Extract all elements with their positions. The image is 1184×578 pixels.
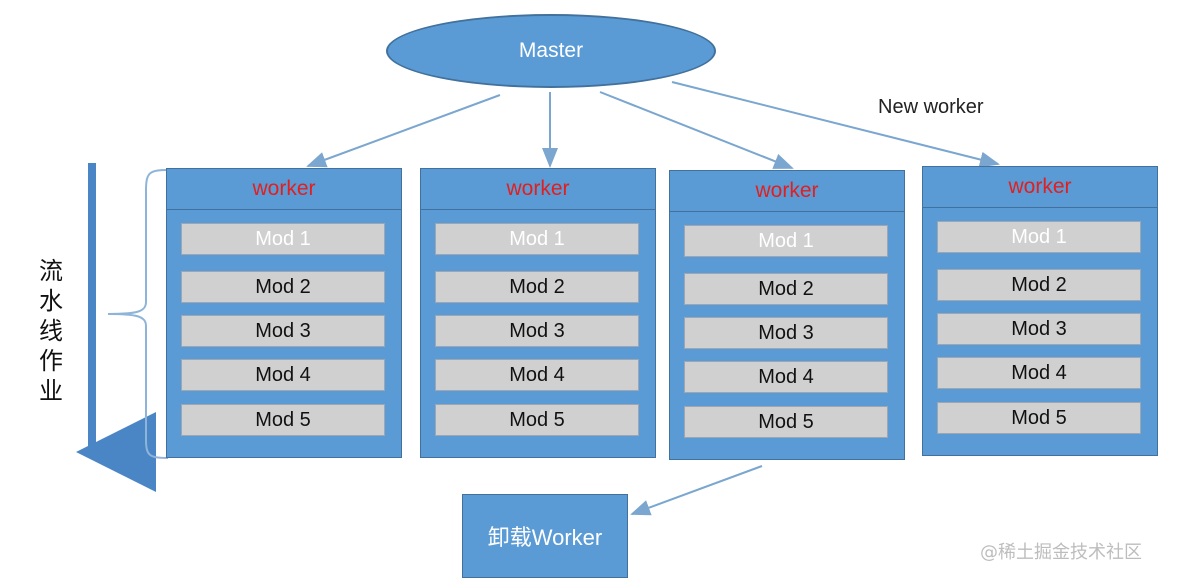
- arrow-master-worker-3: [599, 91, 794, 169]
- worker-box: worker Mod 1 Mod 2 Mod 3 Mod 4 Mod 5: [166, 168, 402, 458]
- mod-item: Mod 2: [937, 269, 1141, 301]
- mod-item: Mod 2: [181, 271, 385, 303]
- mod-item: Mod 5: [181, 404, 385, 436]
- mod-item: Mod 5: [937, 402, 1141, 434]
- mod-item: Mod 3: [937, 313, 1141, 345]
- worker-box: worker Mod 1 Mod 2 Mod 3 Mod 4 Mod 5: [922, 166, 1158, 456]
- mod-item: Mod 1: [937, 221, 1141, 253]
- mod-item: Mod 3: [684, 317, 888, 349]
- arrow-to-unload-worker: [630, 465, 763, 516]
- mod-item: Mod 4: [937, 357, 1141, 389]
- mod-item: Mod 4: [684, 361, 888, 393]
- worker-box: worker Mod 1 Mod 2 Mod 3 Mod 4 Mod 5: [420, 168, 656, 458]
- worker-box: worker Mod 1 Mod 2 Mod 3 Mod 4 Mod 5: [669, 170, 905, 460]
- unload-worker-label: 卸载Worker: [487, 525, 603, 550]
- master-label: Master: [518, 39, 584, 62]
- pipeline-label: 流水线作业: [39, 257, 63, 405]
- mod-item: Mod 2: [684, 273, 888, 305]
- mod-item: Mod 4: [181, 359, 385, 391]
- worker-title: worker: [167, 169, 401, 210]
- worker-title: worker: [923, 167, 1157, 208]
- mod-item: Mod 1: [435, 223, 639, 255]
- watermark: @稀土掘金技术社区: [980, 542, 1142, 563]
- mod-item: Mod 5: [684, 406, 888, 438]
- mod-item: Mod 1: [181, 223, 385, 255]
- mod-item: Mod 2: [435, 271, 639, 303]
- mod-item: Mod 3: [181, 315, 385, 347]
- master-node: Master: [386, 14, 716, 88]
- unload-worker-box: 卸载Worker: [462, 494, 628, 578]
- worker-title: worker: [421, 169, 655, 210]
- mod-item: Mod 1: [684, 225, 888, 257]
- new-worker-label: New worker: [878, 96, 984, 118]
- mod-item: Mod 5: [435, 404, 639, 436]
- arrow-master-new-worker: [671, 81, 1000, 168]
- arrow-master-worker-1: [306, 94, 501, 168]
- mod-item: Mod 3: [435, 315, 639, 347]
- pipeline-brace: [107, 169, 169, 459]
- worker-title: worker: [670, 171, 904, 212]
- mod-item: Mod 4: [435, 359, 639, 391]
